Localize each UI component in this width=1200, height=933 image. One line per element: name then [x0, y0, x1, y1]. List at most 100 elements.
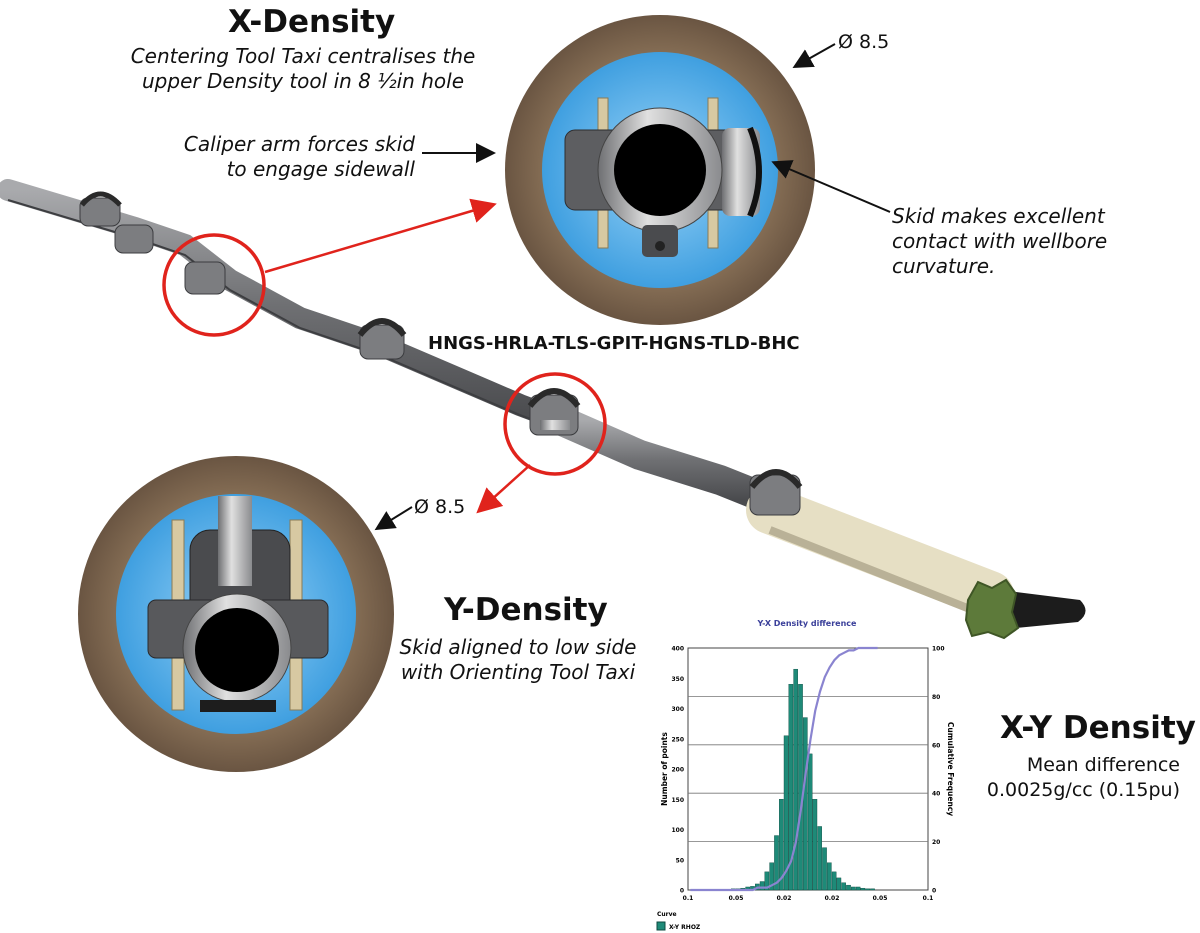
- chart-x-ticks: 0.1 0.05 0.02 0.02 0.05 0.1: [683, 895, 934, 902]
- x-tick-label-2: 0.02: [777, 895, 792, 902]
- bar-36: [860, 887, 866, 891]
- tool-taxi-4: [357, 318, 407, 360]
- y-tick-label-2: 100: [671, 827, 684, 834]
- bar-23: [798, 684, 803, 891]
- caliper-callout: Caliper arm forces skid to engage sidewa…: [160, 132, 415, 182]
- x-density-caption: Centering Tool Taxi centralises the uppe…: [118, 44, 488, 94]
- bar-37: [865, 888, 870, 891]
- y2-tick-label-2: 40: [932, 791, 940, 798]
- y2-tick-label-5: 100: [932, 646, 945, 653]
- xy-density-line1: Mean difference: [1026, 754, 1180, 776]
- chart-legend-swatch: [656, 921, 666, 931]
- bar-21: [788, 684, 794, 891]
- y-tick-label-4: 200: [671, 767, 684, 774]
- bar-15: [759, 881, 765, 891]
- tool-taxi-3: [184, 261, 226, 295]
- caliper-callout-line1: Caliper arm forces skid: [183, 132, 415, 156]
- xy-density-summary: Mean difference 0.0025g/cc (0.15pu): [980, 753, 1180, 803]
- y-density-diameter: Ø 8.5: [414, 496, 466, 518]
- toolstring-graphic: [0, 179, 1086, 640]
- y-tick-label-6: 300: [671, 706, 684, 713]
- caliper-callout-line2: to engage sidewall: [226, 157, 415, 181]
- tool-taxi-2: [114, 224, 154, 254]
- y-tick-label-5: 250: [671, 736, 684, 743]
- arrow-dia-x: [792, 43, 836, 68]
- bar-20: [783, 735, 789, 891]
- y-tick-label-8: 400: [671, 646, 684, 653]
- y-tick-label-3: 150: [671, 797, 684, 804]
- bar-28: [822, 847, 827, 891]
- tool-body-cream-shade: [768, 526, 987, 619]
- x-density-caption-line2: upper Density tool in 8 ½in hole: [142, 69, 464, 93]
- bar-27: [817, 826, 822, 891]
- bar-31: [836, 877, 842, 891]
- tool-body-middle: [545, 405, 785, 515]
- chart-y-axis-label: Number of points: [660, 732, 669, 806]
- skid-callout-line2: contact with wellbore: [892, 229, 1108, 253]
- red-marker-circle-y: [503, 372, 607, 476]
- y-tick-label-1: 50: [676, 857, 684, 864]
- bar-19: [779, 799, 784, 891]
- bar-33: [846, 884, 851, 891]
- skid-callout: Skid makes excellent contact with wellbo…: [892, 204, 1152, 279]
- bottom-nose: [995, 590, 1086, 630]
- y-density-caption-line1: Skid aligned to low side: [399, 635, 637, 659]
- xy-density-title: X-Y Density: [1000, 710, 1196, 746]
- x-tick-label-4: 0.05: [873, 895, 888, 902]
- bottom-centralizer: [964, 578, 1020, 640]
- histogram-chart: Y-X Density difference 05010015020025030…: [656, 619, 955, 931]
- red-arrow-to-y: [476, 464, 531, 514]
- y-tick-label-0: 0: [680, 888, 684, 895]
- red-marker-circle-x: [162, 233, 266, 337]
- x-density-cross-section: [505, 15, 815, 325]
- x-tick-label-0: 0.1: [683, 895, 694, 902]
- y-tick-label-7: 350: [671, 676, 684, 683]
- y2-tick-label-3: 60: [932, 742, 940, 749]
- y-density-cross-section: [78, 456, 394, 772]
- bar-24: [803, 717, 808, 891]
- arrow-skid: [771, 160, 891, 213]
- chart-y2-ticks: 0 20 40 60 80 100: [932, 646, 945, 895]
- chart-bars: [731, 668, 875, 891]
- chart-y-ticks: 0 50 100 150 200 250 300 350 400: [671, 646, 684, 895]
- chart-title: Y-X Density difference: [757, 619, 858, 628]
- arrow-dia-y: [374, 506, 413, 531]
- chart-legend-title: Curve: [657, 911, 677, 918]
- x-density-diameter: Ø 8.5: [838, 31, 890, 53]
- x-tick-label-3: 0.02: [825, 895, 840, 902]
- tool-taxi-1: [79, 191, 122, 227]
- chart-cdf-curve: [690, 646, 878, 892]
- chart-legend-entry: X-Y RHOZ: [669, 924, 701, 931]
- y2-tick-label-0: 0: [932, 888, 936, 895]
- bar-30: [831, 871, 837, 891]
- y-density-title: Y-Density: [444, 592, 608, 628]
- bar-26: [812, 799, 818, 891]
- y-density-caption-line2: with Orienting Tool Taxi: [400, 660, 636, 684]
- chart-y2-axis-label: Cumulative Frequency: [946, 722, 955, 816]
- y-density-caption: Skid aligned to low side with Orienting …: [388, 635, 648, 685]
- skid-callout-line3: curvature.: [892, 254, 996, 278]
- bar-25: [807, 753, 813, 891]
- xy-density-line2: 0.0025g/cc (0.15pu): [986, 779, 1180, 801]
- bar-16: [764, 871, 770, 891]
- bar-29: [827, 862, 832, 891]
- toolstring-label: HNGS-HRLA-TLS-GPIT-HGNS-TLD-BHC: [428, 333, 800, 354]
- x-tick-label-1: 0.05: [729, 895, 744, 902]
- tool-body-cream: [746, 486, 1014, 619]
- tool-taxi-6: [749, 469, 803, 516]
- bar-35: [855, 886, 861, 891]
- bar-22: [793, 668, 798, 891]
- bar-17: [769, 862, 774, 891]
- bar-38: [870, 888, 875, 891]
- skid-callout-line1: Skid makes excellent: [892, 204, 1105, 228]
- x-density-caption-line1: Centering Tool Taxi centralises the: [130, 44, 476, 68]
- x-tick-label-5: 0.1: [923, 895, 934, 902]
- x-density-title: X-Density: [228, 4, 396, 40]
- y2-tick-label-4: 80: [932, 694, 940, 701]
- tool-taxi-5: [527, 388, 581, 436]
- bar-32: [841, 882, 846, 891]
- bar-18: [774, 835, 779, 891]
- red-arrow-to-x: [264, 198, 497, 274]
- y2-tick-label-1: 20: [932, 839, 940, 846]
